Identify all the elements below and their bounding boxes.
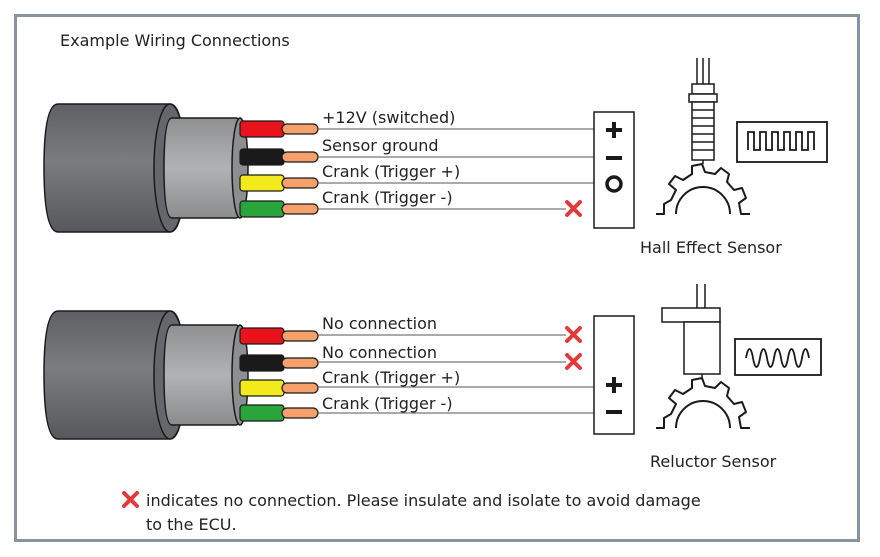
reluctor-wire-label-3: Crank (Trigger +) bbox=[322, 368, 461, 387]
x-mark-icon bbox=[565, 326, 582, 343]
wire-green bbox=[239, 404, 285, 422]
reluctor-wires bbox=[239, 327, 319, 422]
diagram-frame bbox=[14, 14, 860, 542]
trigger-wheel-icon bbox=[656, 163, 750, 215]
hall-wire-label-4: Crank (Trigger -) bbox=[322, 188, 453, 207]
plus-icon bbox=[606, 377, 622, 393]
legend-note-line-1: indicates no connection. Please insulate… bbox=[146, 491, 701, 510]
wire-black bbox=[239, 354, 285, 372]
reluctor-terminal-block bbox=[593, 315, 635, 435]
hall-wires bbox=[239, 120, 319, 218]
reluctor-wire-label-4: Crank (Trigger -) bbox=[322, 394, 453, 413]
reluctor-leader-lines bbox=[318, 334, 594, 414]
legend-note-line-2: to the ECU. bbox=[146, 515, 237, 534]
x-mark-icon bbox=[565, 200, 582, 217]
reluctor-cable bbox=[43, 310, 249, 440]
reluctor-sensor-caption: Reluctor Sensor bbox=[650, 452, 777, 471]
wire-yellow bbox=[239, 174, 285, 192]
x-mark-icon bbox=[565, 353, 582, 370]
x-mark-icon bbox=[122, 491, 139, 508]
legend-note: indicates no connection. Please insulate… bbox=[146, 489, 706, 537]
hall-wire-label-2: Sensor ground bbox=[322, 136, 439, 155]
hall-leader-lines bbox=[318, 128, 594, 210]
wire-black bbox=[239, 148, 285, 166]
signal-o-icon bbox=[605, 175, 623, 193]
hall-wire-label-1: +12V (switched) bbox=[322, 108, 456, 127]
wire-red bbox=[239, 327, 285, 345]
reluctor-wire-label-2: No connection bbox=[322, 343, 437, 362]
plus-icon bbox=[606, 122, 622, 138]
wire-yellow bbox=[239, 379, 285, 397]
reluctor-sensor-icon bbox=[661, 284, 721, 380]
hall-sensor-caption: Hall Effect Sensor bbox=[640, 238, 782, 257]
wire-green bbox=[239, 200, 285, 218]
wire-red bbox=[239, 120, 285, 138]
hall-wire-label-3: Crank (Trigger +) bbox=[322, 162, 461, 181]
hall-cable bbox=[43, 103, 249, 233]
hall-sensor-icon bbox=[688, 58, 718, 164]
page-title: Example Wiring Connections bbox=[60, 31, 290, 50]
reluctor-wire-label-1: No connection bbox=[322, 314, 437, 333]
trigger-wheel-icon bbox=[656, 377, 750, 429]
hall-waveform-icon bbox=[736, 121, 828, 163]
reluctor-waveform-icon bbox=[734, 338, 822, 376]
